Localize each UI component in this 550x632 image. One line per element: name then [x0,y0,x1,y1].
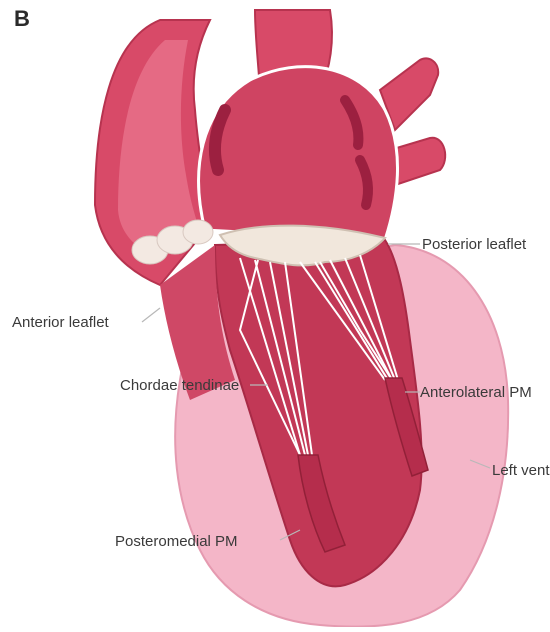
left-atrium [199,67,398,240]
label-anterolateral-pm: Anterolateral PM [420,384,532,401]
panel-letter: B [14,6,30,32]
label-posterior-leaflet: Posterior leaflet [422,236,526,253]
label-posteromedial-pm: Posteromedial PM [115,533,238,550]
label-anterior-leaflet: Anterior leaflet [12,314,109,331]
label-chordae-tendinae: Chordae tendinae [120,377,239,394]
aortic-valve-cusp-3 [183,220,213,244]
label-left-ventricle: Left ventricle [492,462,550,479]
